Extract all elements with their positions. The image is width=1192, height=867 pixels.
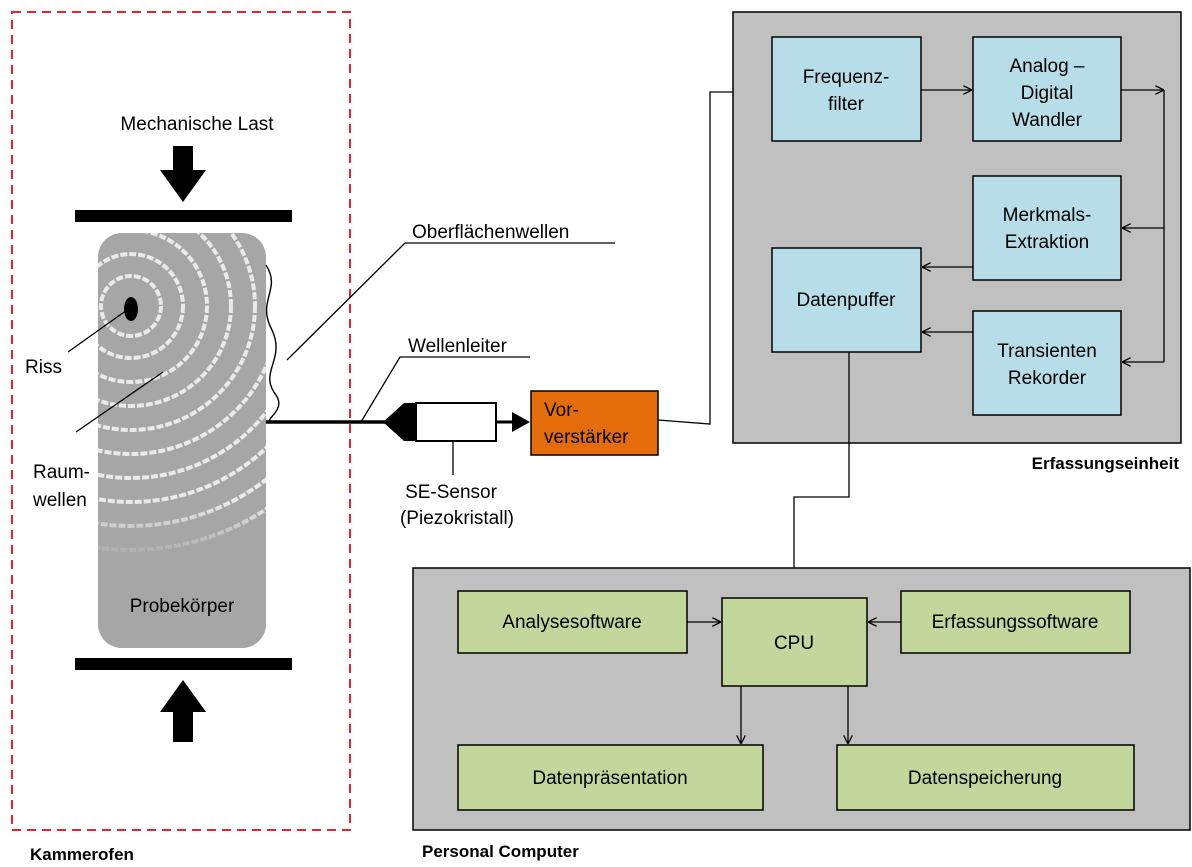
adc-label-line2: Digital [1021, 83, 1074, 104]
furnace-title: Kammerofen [30, 845, 134, 864]
bulk-waves-leader-line [75, 371, 164, 433]
data-buffer-label: Datenpuffer [797, 290, 897, 311]
feature-extraction-label-line1: Merkmals- [1003, 205, 1092, 226]
crack-leader-line [67, 309, 128, 353]
data-presentation-box [457, 744, 764, 811]
data-buffer-box [771, 247, 922, 353]
acquisition-unit-title: Erfassungseinheit [1032, 454, 1180, 473]
connector-buffer-cpu [794, 352, 850, 597]
bulk-waves-label-line1: Raum- [33, 462, 90, 483]
data-storage-box [836, 744, 1135, 811]
sensor-label-line1: SE-Sensor [405, 482, 498, 503]
frequency-filter-label-line2: filter [828, 94, 865, 115]
frequency-filter-label-line1: Frequenz- [803, 67, 890, 88]
preamp-box [530, 390, 659, 456]
furnace-boundary [11, 11, 351, 831]
load-label: Mechanische Last [120, 114, 274, 135]
acquisition-software-box [900, 590, 1131, 654]
waveguide-label: Wellenleiter [408, 336, 508, 357]
sensor-tip-icon [383, 403, 416, 441]
specimen [98, 233, 266, 648]
waveguide-leader-line [360, 356, 530, 423]
analysis-software-box [457, 590, 688, 654]
specimen-label: Probekörper [130, 596, 235, 617]
frequency-filter-box [771, 36, 922, 142]
preamp-label-line1: Vor- [544, 400, 579, 421]
cpu-box [721, 597, 868, 687]
adc-label-line3: Wandler [1012, 110, 1083, 131]
preamp-label-line2: verstärker [544, 427, 629, 448]
data-storage-label: Datenspeicherung [908, 768, 1062, 789]
surface-waves-leader-line [286, 242, 615, 361]
transient-recorder-label-line1: Transienten [997, 341, 1097, 362]
feature-extraction-box [972, 175, 1122, 281]
surface-waves-label: Oberflächenwellen [412, 222, 569, 243]
data-presentation-label: Datenpräsentation [532, 768, 687, 789]
crack-label: Riss [25, 357, 62, 378]
adc-label-line1: Analog – [1009, 56, 1084, 77]
sensor-label-line2: (Piezokristall) [400, 508, 514, 529]
load-arrow-up-icon [160, 680, 206, 742]
sensor-body [415, 402, 497, 442]
crack-icon [124, 297, 138, 321]
bulk-waves-label-line2: wellen [32, 490, 87, 511]
feature-extraction-label-line2: Extraktion [1005, 232, 1089, 253]
cable-arrowhead-icon [512, 412, 530, 432]
load-arrow-down-icon [160, 146, 206, 202]
lower-load-plate [75, 658, 292, 670]
transient-recorder-box [972, 310, 1122, 416]
adc-box [972, 36, 1122, 142]
pc-title: Personal Computer [422, 842, 579, 861]
cpu-label: CPU [774, 633, 814, 654]
surface-wave-curve [265, 264, 280, 423]
upper-load-plate [75, 210, 292, 222]
analysis-software-label: Analysesoftware [502, 612, 641, 633]
transient-recorder-label-line2: Rekorder [1008, 368, 1087, 389]
acquisition-software-label: Erfassungssoftware [932, 612, 1099, 633]
